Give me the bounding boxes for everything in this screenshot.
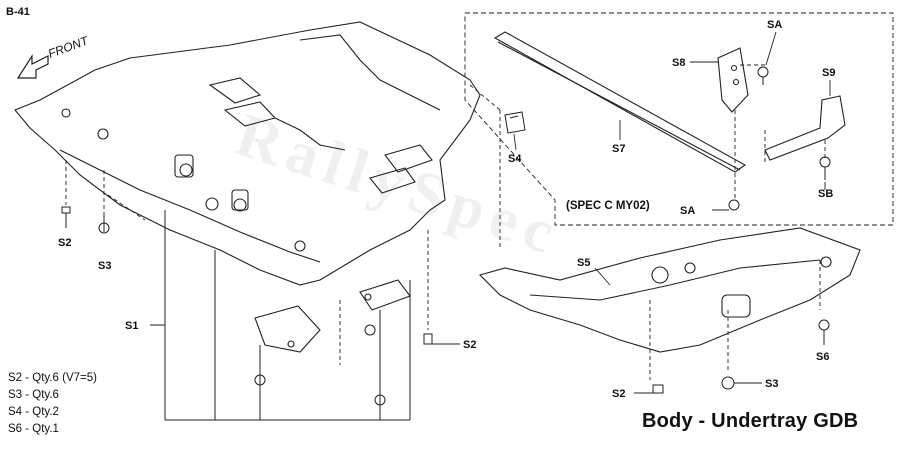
label-sa-bottom: SA: [680, 205, 695, 217]
label-s9: S9: [822, 67, 835, 79]
label-s3-b: S3: [765, 378, 778, 390]
s9-bracket: [764, 95, 846, 161]
leader-lines: [65, 64, 826, 380]
front-label: FRONT: [46, 33, 91, 61]
label-s2-a: S2: [58, 237, 71, 249]
bolt-s2-a: [61, 206, 71, 228]
bolt-s2-b: [423, 333, 460, 345]
spec-c-box: [464, 12, 894, 226]
part-leaders: [513, 31, 831, 286]
spec-note: (SPEC C MY02): [566, 200, 650, 212]
label-s2-c: S2: [612, 388, 625, 400]
diagram-title: Body - Undertray GDB: [642, 410, 859, 432]
label-s1: S1: [125, 320, 138, 332]
page-id: B-41: [6, 6, 30, 18]
bolt-s3-b: [721, 376, 762, 390]
bolt-s3-a: [98, 215, 110, 234]
bolt-sa-bottom: [712, 199, 740, 211]
bolt-s2-c: [634, 384, 664, 394]
s4-clip: [504, 111, 526, 134]
label-sb: SB: [818, 188, 833, 200]
bolt-s6: [818, 319, 830, 345]
s1-bracket: [150, 210, 411, 421]
s7-rail: [493, 31, 747, 173]
s8-bracket: [717, 47, 749, 113]
quantity-item: S4 - Qty.2: [8, 406, 59, 418]
label-s6: S6: [816, 351, 829, 363]
label-s7: S7: [612, 143, 625, 155]
quantity-item: S3 - Qty.6: [8, 389, 59, 401]
splash-plates: [254, 279, 411, 353]
quantity-item: S2 - Qty.6 (V7=5): [8, 372, 97, 384]
quantity-item: S6 - Qty.1: [8, 423, 59, 435]
label-s2-b: S2: [463, 339, 476, 351]
quantity-list: S2 - Qty.6 (V7=5) S3 - Qty.6 S4 - Qty.2 …: [8, 370, 97, 438]
label-s3-a: S3: [98, 260, 111, 272]
s5-rear-undertray: [478, 227, 861, 353]
label-s8: S8: [672, 57, 685, 69]
bolt-lower-mid: [254, 324, 386, 406]
bolt-sb: [819, 156, 831, 180]
main-undertray: [14, 21, 481, 286]
bolt-sa-top: [757, 66, 769, 85]
label-sa-top: SA: [767, 19, 782, 31]
front-arrow: FRONT: [16, 33, 91, 79]
label-s4: S4: [508, 153, 522, 165]
label-s5: S5: [577, 257, 590, 269]
bolts: [61, 66, 831, 406]
